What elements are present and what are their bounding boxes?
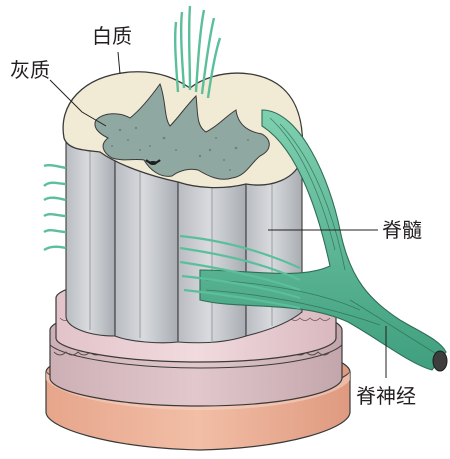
label-spinal-cord: 脊髓 [382, 220, 422, 240]
left-nerve-rootlets [44, 165, 66, 250]
leader-line-white-matter [118, 52, 120, 74]
label-gray-matter: 灰质 [10, 60, 50, 80]
label-white-matter: 白质 [92, 26, 132, 46]
label-spinal-nerve: 脊神经 [356, 386, 416, 406]
